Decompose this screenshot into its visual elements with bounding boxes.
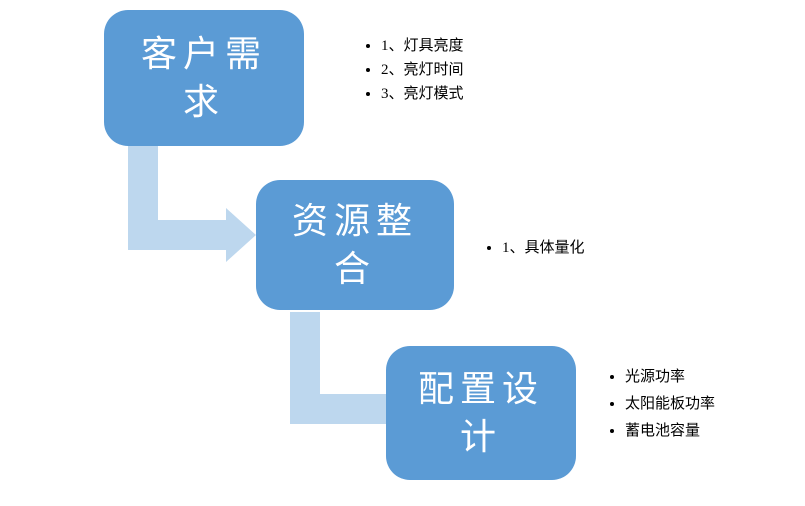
node-label-line: 配置设 xyxy=(417,369,544,409)
node-label-line: 客户需 xyxy=(140,34,267,74)
bullet-item: 2、亮灯时间 xyxy=(381,58,464,82)
connector-1-arrowhead-icon xyxy=(226,208,256,262)
connector-2-horizontal-segment xyxy=(290,394,388,424)
node-label-line: 求 xyxy=(182,82,225,122)
node-label-line: 合 xyxy=(333,249,376,289)
configuration-design-bullet-list: 光源功率 太阳能板功率 蓄电池容量 xyxy=(610,364,715,445)
node-resource-integration: 资源整 合 xyxy=(256,180,454,310)
connector-1-horizontal-segment xyxy=(128,220,226,250)
node-label-line: 资源整 xyxy=(291,201,418,241)
node-configuration-design: 配置设 计 xyxy=(386,346,576,480)
bullet-item: 1、具体量化 xyxy=(502,236,585,260)
customer-requirements-bullet-list: 1、灯具亮度 2、亮灯时间 3、亮灯模式 xyxy=(366,34,464,106)
node-customer-requirements: 客户需 求 xyxy=(104,10,304,146)
bullet-item: 3、亮灯模式 xyxy=(381,82,464,106)
bullet-item: 光源功率 xyxy=(625,364,715,391)
bullet-item: 太阳能板功率 xyxy=(625,391,715,418)
bullet-item: 1、灯具亮度 xyxy=(381,34,464,58)
node-label-line: 计 xyxy=(459,417,502,457)
resource-integration-bullet-list: 1、具体量化 xyxy=(487,236,585,260)
bullet-item: 蓄电池容量 xyxy=(625,418,715,445)
